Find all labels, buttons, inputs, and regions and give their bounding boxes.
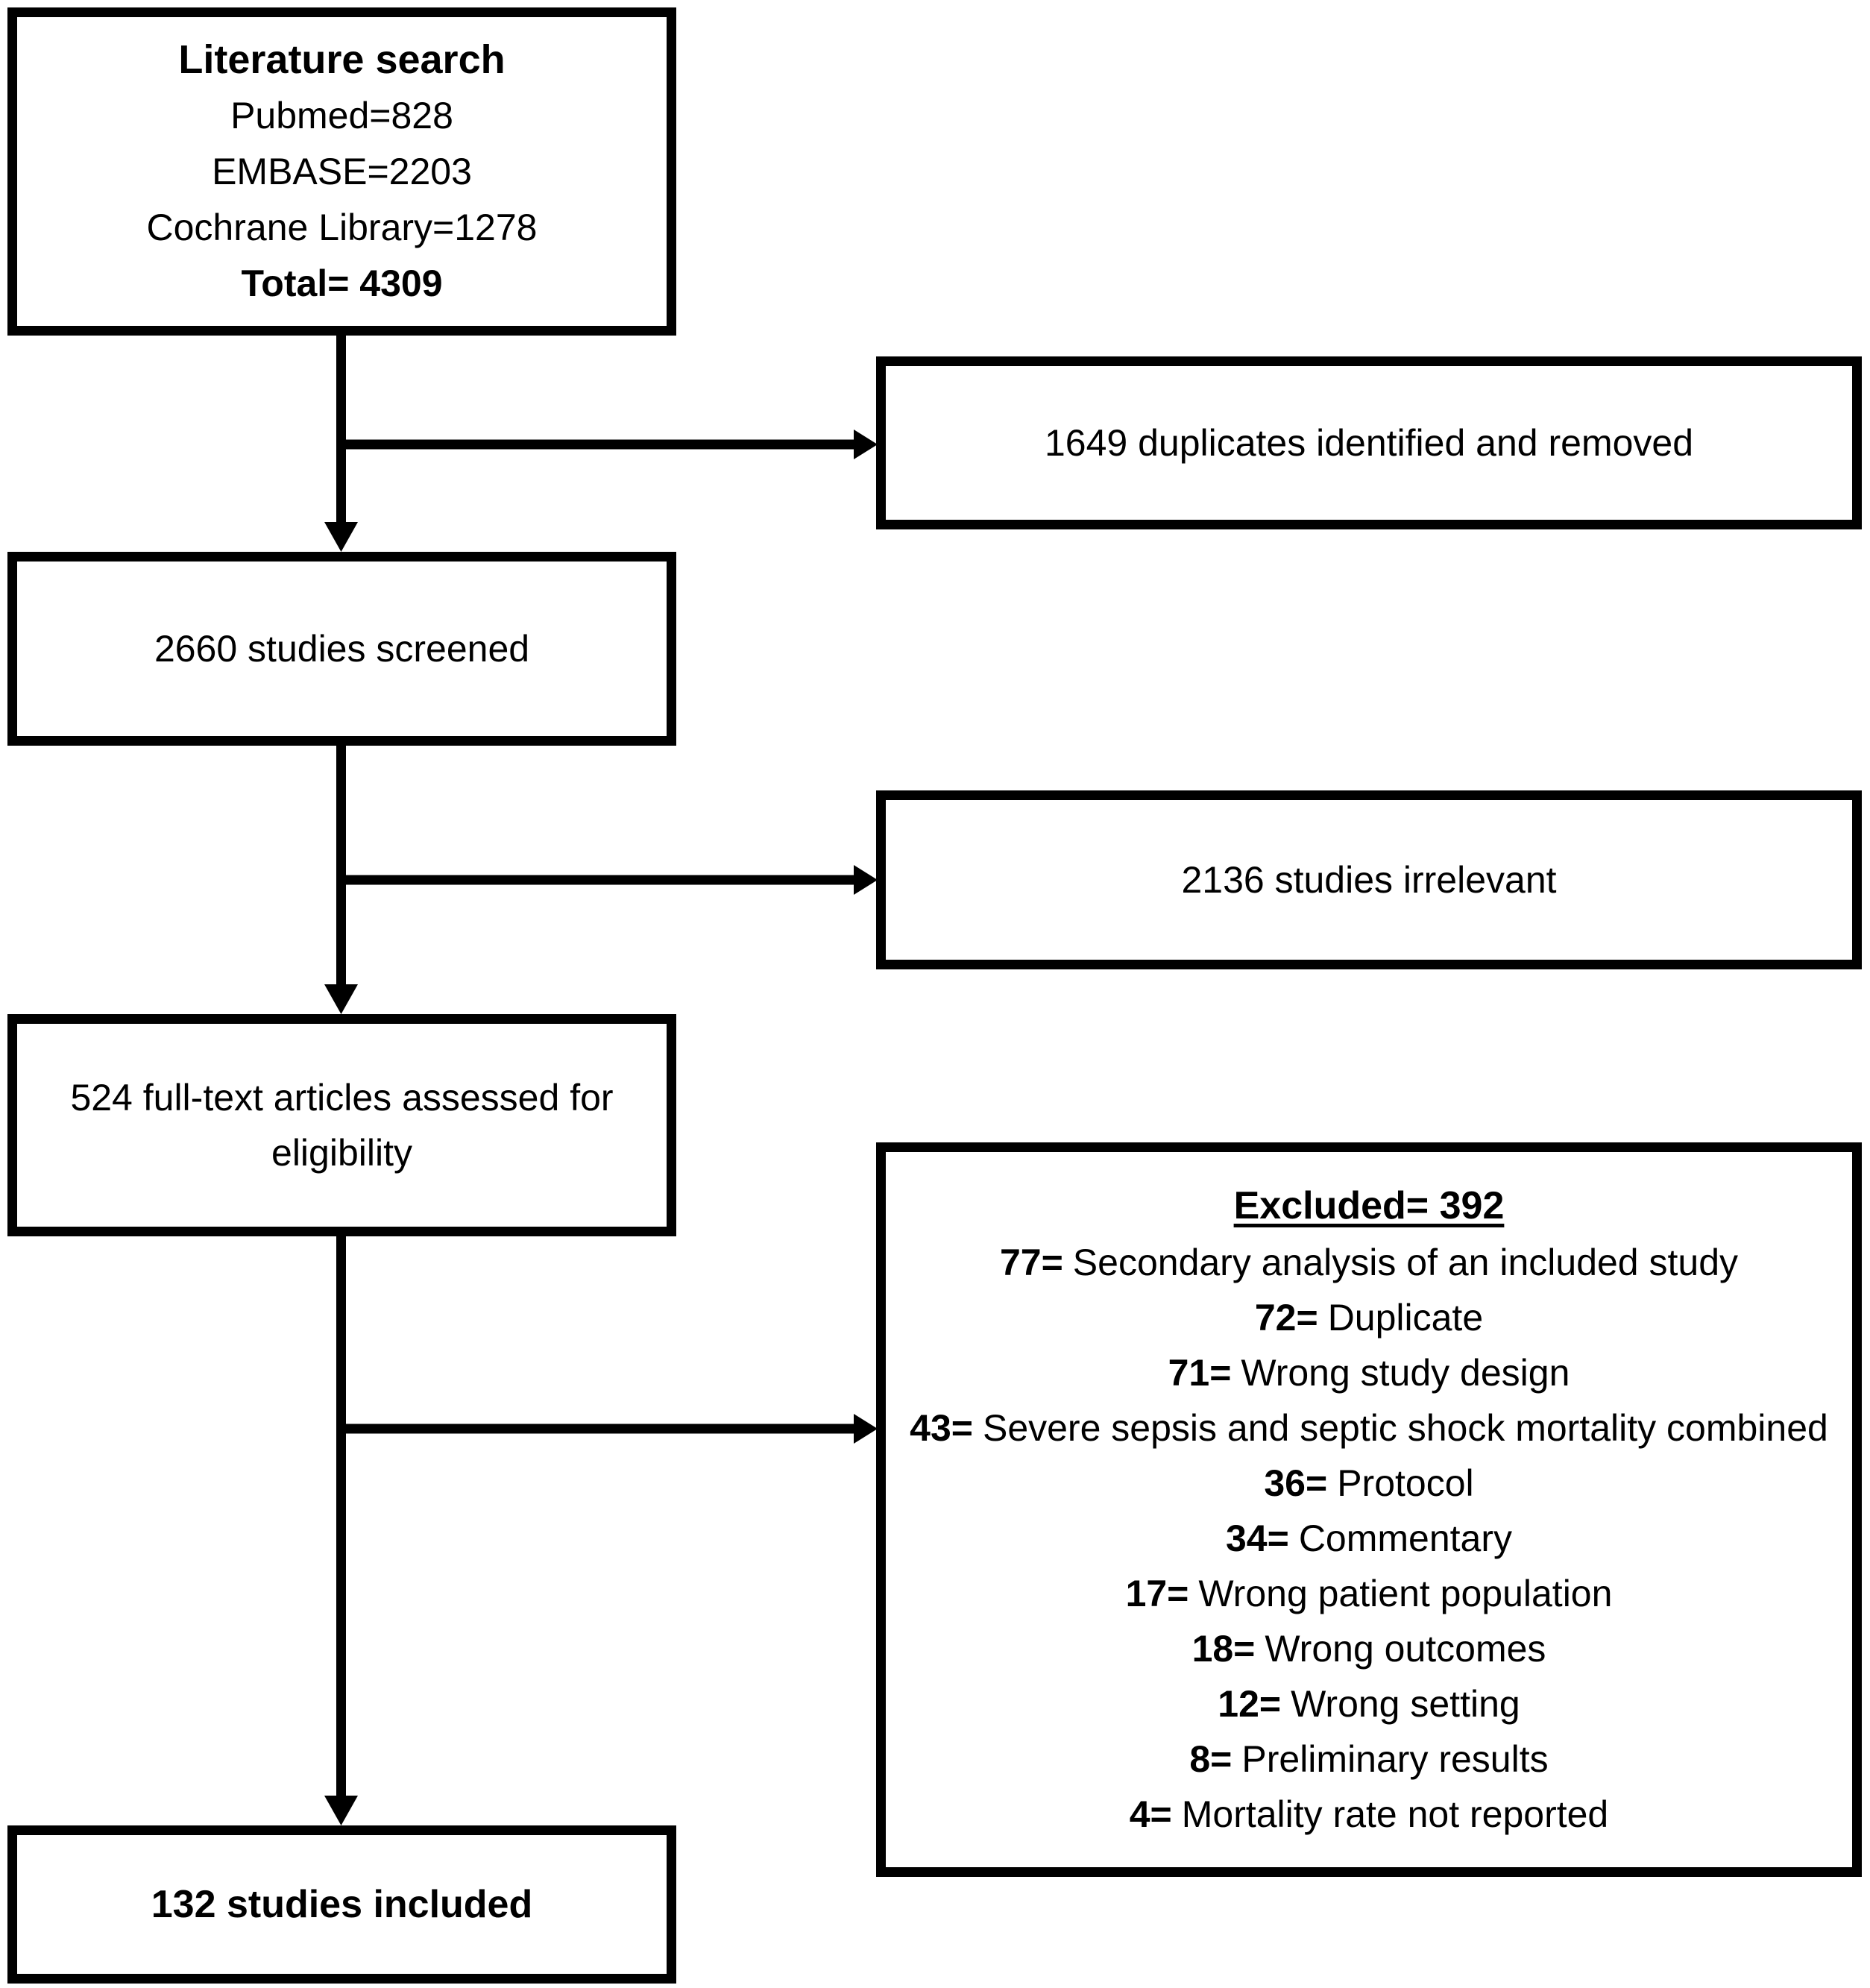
- excluded-reason-row: 18=Wrong outcomes: [1192, 1621, 1546, 1676]
- excluded-reason-label: Wrong outcomes: [1265, 1627, 1546, 1670]
- excluded-reason-row: 71=Wrong study design: [1168, 1345, 1570, 1400]
- excluded-reason-row: 77=Secondary analysis of an included stu…: [1000, 1235, 1738, 1290]
- arrowhead-into-included: [324, 1796, 358, 1825]
- excluded-reason-label: Severe sepsis and septic shock mortality…: [982, 1406, 1828, 1449]
- literature-search-box: Literature search Pubmed=828 EMBASE=2203…: [7, 7, 676, 336]
- excluded-reason-row: 12=Wrong setting: [1218, 1676, 1520, 1731]
- excluded-reason-row: 72=Duplicate: [1255, 1290, 1483, 1345]
- source-pubmed: Pubmed=828: [230, 94, 453, 136]
- excluded-reason-count: 72=: [1254, 1296, 1318, 1339]
- literature-search-total: Total= 4309: [241, 262, 443, 304]
- excluded-reason-row: 43=Severe sepsis and septic shock mortal…: [910, 1400, 1828, 1456]
- excluded-box: Excluded= 392 77=Secondary analysis of a…: [876, 1142, 1862, 1877]
- arrowhead-into-duplicates: [854, 430, 878, 459]
- studies-included-box: 132 studies included: [7, 1825, 676, 1984]
- studies-irrelevant-box: 2136 studies irrelevant: [876, 790, 1862, 969]
- excluded-title: Excluded= 392: [1233, 1183, 1505, 1227]
- source-cochrane: Cochrane Library=1278: [146, 206, 538, 248]
- excluded-reason-count: 36=: [1264, 1462, 1328, 1504]
- arrowhead-into-screened: [324, 522, 358, 552]
- excluded-reason-count: 4=: [1129, 1793, 1172, 1835]
- excluded-reason-label: Mortality rate not reported: [1181, 1793, 1609, 1835]
- duplicates-removed-box: 1649 duplicates identified and removed: [876, 356, 1862, 529]
- arrowhead-into-excluded: [854, 1414, 878, 1444]
- fulltext-assessed-box: 524 full-text articles assessed for elig…: [7, 1014, 676, 1236]
- excluded-reason-row: 17=Wrong patient population: [1126, 1566, 1613, 1621]
- fulltext-assessed-text: 524 full-text articles assessed for elig…: [70, 1077, 614, 1174]
- arrowhead-into-fulltext: [324, 984, 358, 1014]
- excluded-reason-label: Duplicate: [1327, 1296, 1484, 1339]
- excluded-reason-label: Preliminary results: [1241, 1737, 1549, 1780]
- studies-irrelevant-text: 2136 studies irrelevant: [1181, 859, 1557, 901]
- excluded-reason-label: Secondary analysis of an included study: [1072, 1241, 1739, 1283]
- excluded-reason-count: 34=: [1225, 1517, 1289, 1559]
- excluded-reason-label: Wrong patient population: [1198, 1572, 1613, 1614]
- excluded-reason-label: Wrong setting: [1291, 1682, 1520, 1725]
- excluded-reason-row: 4=Mortality rate not reported: [1130, 1787, 1609, 1842]
- arrowhead-into-irrelevant: [854, 865, 878, 895]
- studies-included-text: 132 studies included: [151, 1883, 533, 1926]
- excluded-reason-row: 8=Preliminary results: [1189, 1731, 1548, 1787]
- studies-screened-box: 2660 studies screened: [7, 552, 676, 746]
- source-embase: EMBASE=2203: [212, 150, 472, 192]
- excluded-reason-count: 71=: [1168, 1351, 1232, 1394]
- excluded-reason-count: 12=: [1218, 1682, 1282, 1725]
- literature-search-title: Literature search: [178, 37, 506, 82]
- excluded-reason-label: Commentary: [1298, 1517, 1512, 1559]
- excluded-reason-label: Protocol: [1337, 1462, 1474, 1504]
- excluded-reason-count: 18=: [1191, 1627, 1256, 1670]
- duplicates-removed-text: 1649 duplicates identified and removed: [1044, 422, 1694, 464]
- excluded-reason-label: Wrong study design: [1241, 1351, 1570, 1394]
- studies-screened-text: 2660 studies screened: [154, 628, 530, 670]
- excluded-reason-count: 8=: [1189, 1737, 1232, 1780]
- excluded-reason-row: 34=Commentary: [1226, 1511, 1512, 1566]
- excluded-reason-row: 36=Protocol: [1264, 1456, 1473, 1511]
- excluded-reason-count: 43=: [910, 1406, 973, 1449]
- excluded-reason-count: 17=: [1125, 1572, 1189, 1614]
- excluded-reason-count: 77=: [999, 1241, 1063, 1283]
